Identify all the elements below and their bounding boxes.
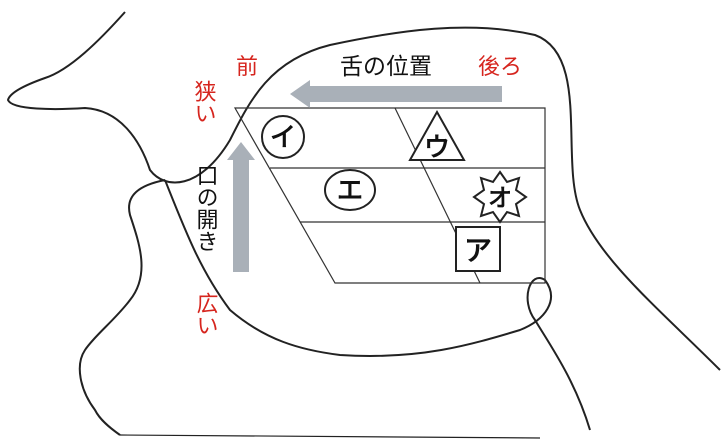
ellipse-icon — [324, 169, 376, 211]
mouth-outline — [6, 11, 721, 371]
tongue-position-label: 舌の位置 — [340, 54, 432, 80]
vowel-u: ウ — [408, 109, 466, 163]
vowel-a-label: ア — [464, 234, 492, 267]
tongue-outline — [78, 179, 166, 436]
vowel-o-label: オ — [488, 184, 512, 212]
mouth-opening-arrow — [227, 142, 255, 272]
tongue-position-arrow — [290, 80, 502, 108]
vowel-a: ア — [455, 226, 501, 272]
vowel-i-label: イ — [270, 123, 296, 153]
narrow-label: 狭い — [191, 80, 217, 124]
vowel-o: オ — [472, 170, 528, 224]
circle-icon — [261, 115, 305, 159]
vowel-e-label: エ — [337, 176, 363, 206]
triangle-icon — [408, 109, 466, 161]
front-label: 前 — [236, 55, 258, 80]
wide-label: 広い — [193, 292, 219, 336]
vowel-e: エ — [324, 169, 376, 211]
vowel-i: イ — [261, 115, 305, 159]
square-icon — [455, 226, 501, 272]
vowel-u-label: ウ — [424, 133, 450, 163]
mouth-opening-label: 口の開き — [193, 164, 218, 252]
tongue-surface — [164, 179, 591, 431]
throat-line — [119, 434, 541, 439]
star-icon — [472, 170, 528, 224]
back-label: 後ろ — [478, 55, 522, 80]
grid-border — [233, 107, 546, 284]
